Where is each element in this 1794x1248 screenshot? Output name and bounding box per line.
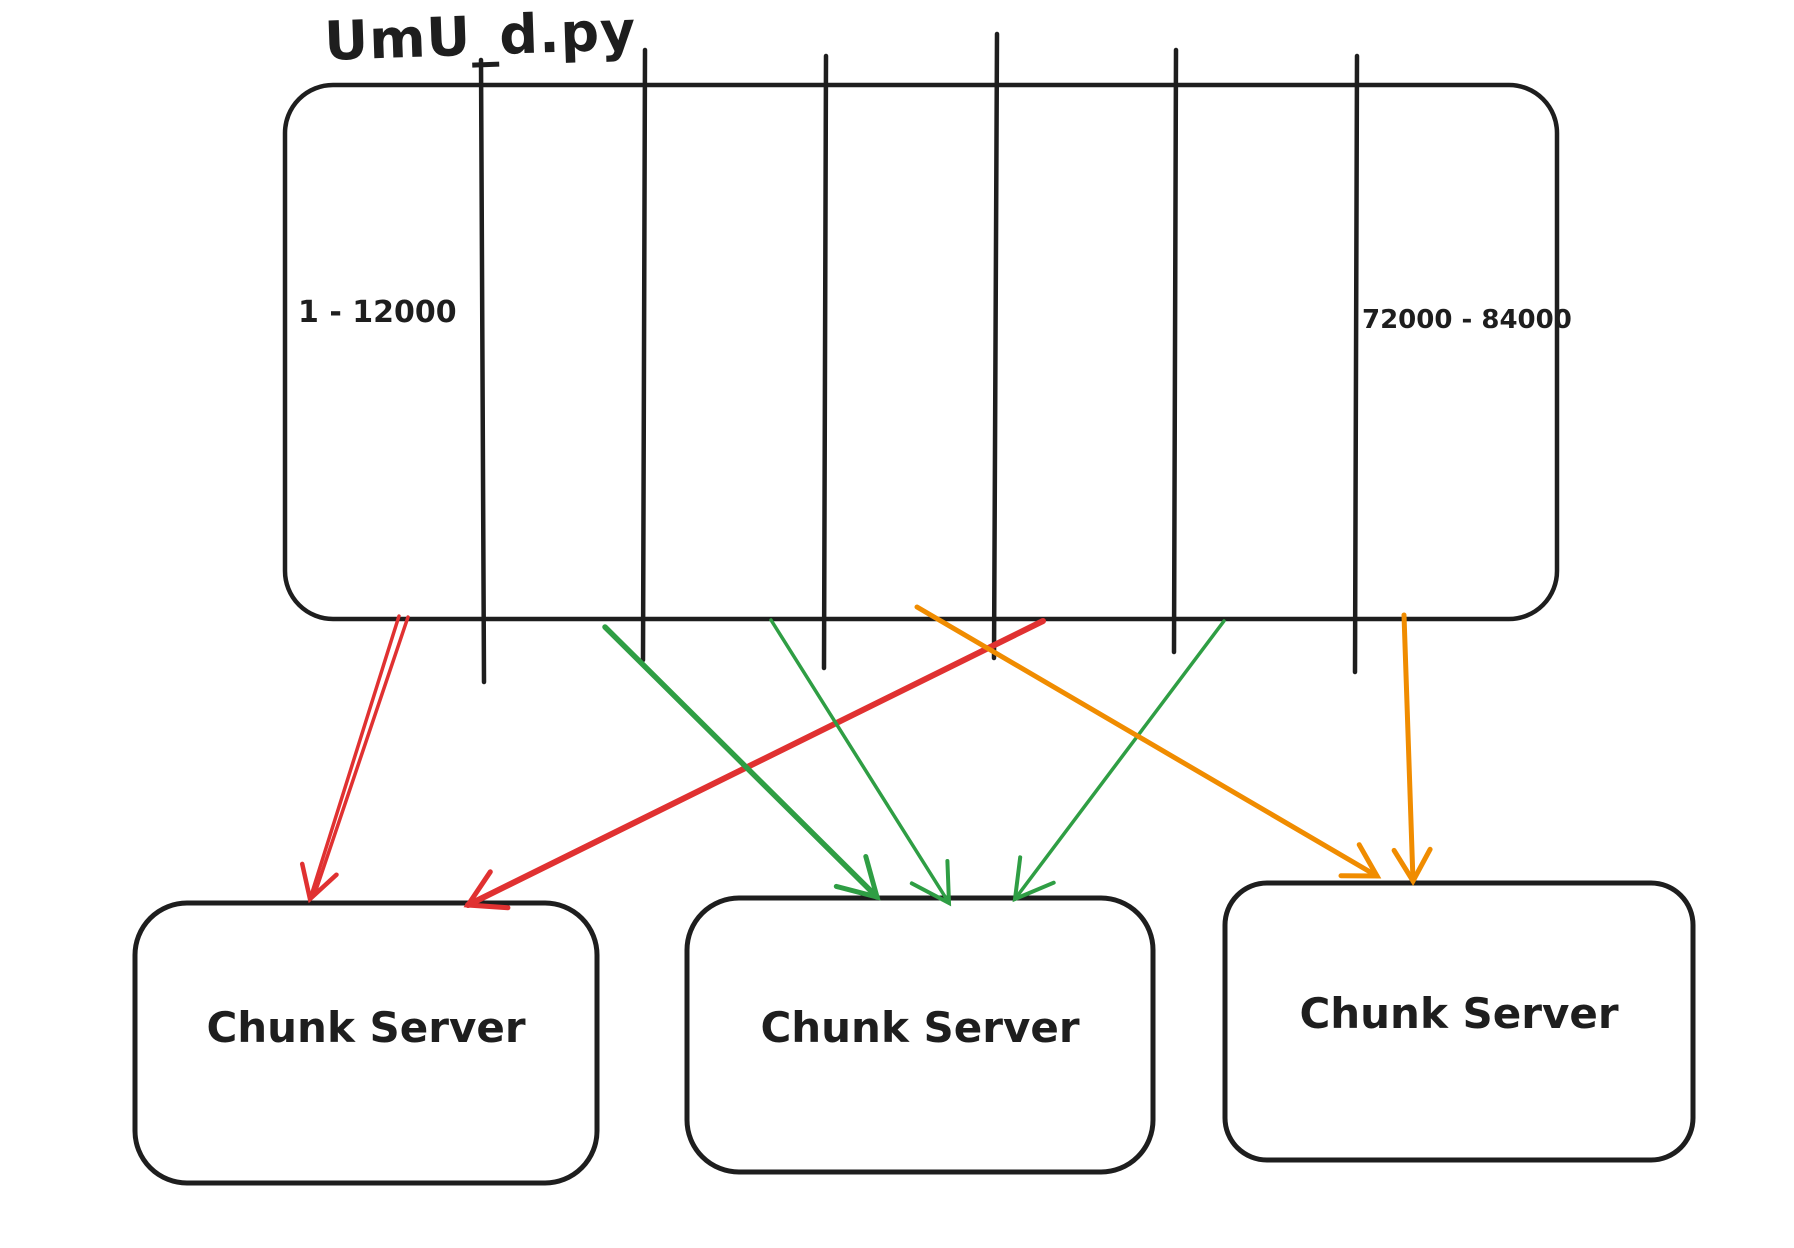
- arrow-shaft: [914, 604, 1380, 879]
- arrowhead: [463, 869, 511, 911]
- replication-arrow-red-1: [299, 614, 410, 904]
- arrow-shaft-sketch: [313, 615, 410, 895]
- chunk-server-boxes: [132, 880, 1696, 1186]
- replication-arrow-orange-2: [1391, 612, 1433, 886]
- chunk-divider-5: [1171, 47, 1179, 655]
- arrow-shaft: [1401, 612, 1416, 884]
- arrowhead: [1012, 855, 1056, 903]
- arrow-shaft: [465, 618, 1046, 908]
- chunk-dividers: [478, 31, 1360, 685]
- chunk-divider-6: [1352, 53, 1360, 675]
- arrowhead: [299, 861, 339, 904]
- arrowhead: [1391, 846, 1433, 886]
- replication-arrow-green-3: [1012, 619, 1226, 903]
- chunk-server-label-2: Chunk Server: [760, 1003, 1079, 1052]
- arrow-shaft: [308, 614, 401, 901]
- replication-arrow-orange-1: [914, 604, 1382, 879]
- chunk-server-box-3: [1222, 880, 1696, 1163]
- arrow-shaft: [1013, 619, 1226, 901]
- chunk-server-box-1: [132, 900, 600, 1186]
- chunk-divider-4: [991, 31, 1000, 661]
- replication-arrow-green-2: [769, 618, 952, 907]
- file-block: [282, 82, 1560, 622]
- replication-arrow-red-2: [463, 618, 1046, 911]
- chunk-range-last-label: 72000 - 84000: [1362, 305, 1572, 335]
- chunk-divider-2: [640, 47, 648, 663]
- chunk-divider-3: [821, 53, 829, 671]
- arrowhead: [833, 854, 881, 901]
- replication-arrow-green-1: [602, 624, 881, 901]
- chunk-server-label-3: Chunk Server: [1299, 989, 1618, 1038]
- chunk-divider-1: [478, 57, 487, 685]
- chunk-server-box-2: [684, 895, 1156, 1175]
- arrow-shaft: [602, 624, 880, 900]
- arrowhead: [1338, 842, 1382, 879]
- arrowhead: [909, 859, 952, 907]
- chunk-range-first-label: 1 - 12000: [298, 295, 457, 330]
- arrow-shaft: [769, 618, 951, 905]
- chunk-server-label-1: Chunk Server: [206, 1003, 525, 1052]
